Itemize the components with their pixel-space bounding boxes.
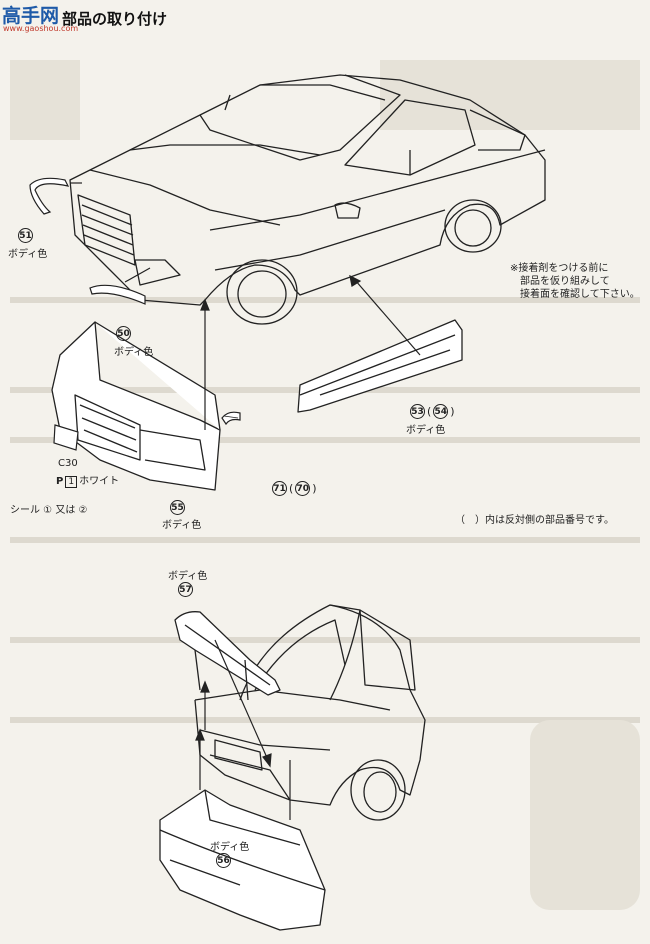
part-53-color: ボディ色 (406, 425, 446, 436)
decal-box: 1 (65, 476, 78, 488)
opposite-side-note: （ ）内は反対側の部品番号です。 (455, 515, 614, 526)
callout-part-57: 57 (178, 582, 193, 597)
glue-note-line-3: 接着面を確認して下さい。 (520, 289, 640, 300)
part-50-color: ボディ色 (114, 347, 154, 358)
watermark-logo: 高手网 www.gaoshou.com (0, 0, 88, 36)
decal-prefix: P (56, 476, 64, 487)
callout-part-71-70: 71 (70) (272, 481, 317, 496)
callout-part-56: 56 (216, 853, 231, 868)
decal-code: C30 (58, 458, 78, 469)
glue-note-line-2: 部品を仮り組みして (520, 276, 610, 287)
logo-text: 高手网 (2, 5, 60, 27)
callout-part-51: 51 (18, 228, 33, 243)
page-title: 部品の取り付け (62, 10, 168, 28)
part-number-57: 57 (178, 582, 193, 597)
seal-note: シール ① 又は ② (10, 505, 88, 516)
callout-part-50: 50 (116, 326, 131, 341)
logo-url: www.gaoshou.com (3, 24, 79, 33)
part-number-56: 56 (216, 853, 231, 868)
part-51-color: ボディ色 (8, 249, 48, 260)
part-55-color: ボディ色 (162, 520, 202, 531)
part-number-70: 70 (295, 481, 311, 496)
part-56-color: ボディ色 (210, 842, 250, 853)
callout-part-55: 55 (170, 500, 185, 515)
part-number-53: 53 (410, 404, 425, 419)
callout-part-53-54: 53 (54) (410, 404, 455, 419)
part-number-54: 54 (433, 404, 449, 419)
part-57-color: ボディ色 (168, 571, 208, 582)
part-number-55: 55 (170, 500, 185, 515)
decal-color: ホワイト (79, 476, 120, 487)
part-number-51: 51 (18, 228, 33, 243)
part-number-50: 50 (116, 326, 131, 341)
glue-note-line-1: ※接着剤をつける前に (510, 263, 609, 274)
part-number-71: 71 (272, 481, 287, 496)
